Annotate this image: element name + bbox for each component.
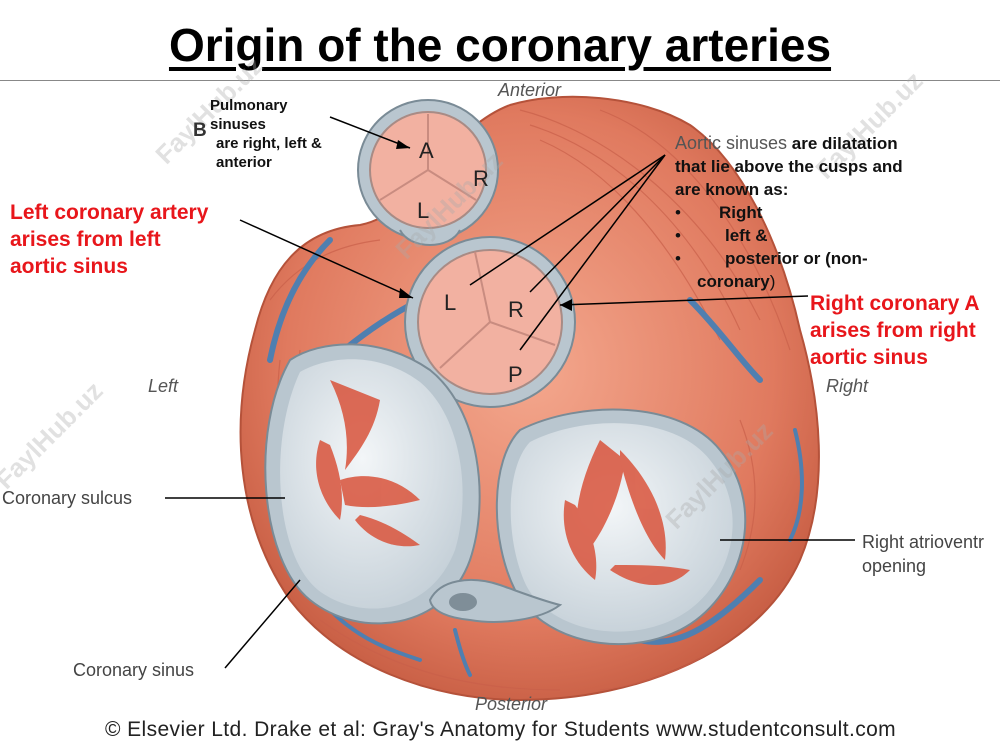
coronary-sinus-pointer [224, 579, 301, 669]
aortic-cusp-left: L [444, 290, 457, 315]
right-coronary-line3: aortic sinus [810, 346, 928, 369]
aortic-note-line2: that lie above the cusps and [675, 157, 903, 176]
left-coronary-pointer [239, 219, 414, 299]
aortic-sinus-list: •Right •left & •posterior or (non- [675, 201, 975, 270]
list-item: •Right [675, 203, 763, 222]
aortic-pointer-l [469, 154, 666, 286]
pulmonary-cusp-left: L [417, 198, 430, 223]
figure-letter: B [193, 120, 207, 141]
left-coronary-line2: arises from left [10, 228, 161, 251]
list-item: •left & [675, 226, 768, 245]
orientation-posterior: Posterior [475, 694, 548, 714]
label-right-av-line1: Right atrioventr [862, 532, 985, 552]
label-coronary-sinus: Coronary sinus [73, 660, 195, 680]
pulmonary-cusp-right: R [473, 166, 489, 191]
page-title: Origin of the coronary arteries [168, 19, 832, 71]
label-right-av-line2: opening [862, 556, 927, 576]
aortic-sinuses-note: Aortic sinuses are dilatation that lie a… [675, 132, 975, 293]
aortic-pointer-p [519, 154, 666, 351]
left-coronary-line1: Left coronary artery [10, 201, 209, 224]
pulmonary-note: Pulmonary sinuses are right, left & ante… [210, 96, 322, 172]
copyright-notice: © Elsevier Ltd. Drake et al: Gray's Anat… [105, 718, 897, 741]
aortic-pointer-r [529, 154, 666, 293]
right-coronary-line1: Right coronary A [810, 292, 980, 315]
aortic-note-line1: Aortic sinuses are dilatation [675, 132, 975, 155]
right-atrioventricular-opening [495, 408, 747, 646]
label-right-av-opening: Right atrioventr opening [862, 530, 984, 578]
label-coronary-sulcus: Coronary sulcus [2, 488, 133, 508]
right-coronary-pointer [559, 295, 809, 306]
aortic-cusp-right: R [508, 297, 524, 322]
pulmonary-cusp-anterior: A [419, 138, 434, 163]
pulmonary-note-line3: are right, left & [216, 135, 322, 152]
left-atrioventricular-opening [264, 343, 481, 625]
figure-frame [0, 80, 1000, 751]
orientation-right: Right [826, 376, 869, 396]
pulmonary-note-line4: anterior [216, 154, 272, 171]
list-item: •posterior or (non- [675, 249, 868, 268]
aortic-note-line3: are known as: [675, 180, 789, 199]
aortic-cusp-posterior: P [508, 362, 523, 387]
aortic-sinuses-label: Aortic sinuses [675, 133, 788, 153]
right-coronary-line2: arises from right [810, 319, 976, 342]
pulmonary-note-line1: Pulmonary [210, 97, 288, 114]
left-coronary-line3: aortic sinus [10, 255, 128, 278]
aortic-note-end: coronary) [697, 272, 776, 291]
orientation-anterior: Anterior [498, 80, 562, 100]
coronary-sinus-opening [428, 579, 563, 623]
pulmonary-pointer [329, 116, 411, 149]
pulmonary-note-line2: sinuses [210, 116, 266, 133]
orientation-left: Left [148, 376, 179, 396]
aortic-valve [404, 236, 576, 408]
right-coronary-note: Right coronary A arises from right aorti… [810, 290, 980, 371]
aortic-note-line1-rest: are dilatation [791, 134, 898, 153]
left-coronary-note: Left coronary artery arises from left ao… [10, 199, 208, 280]
